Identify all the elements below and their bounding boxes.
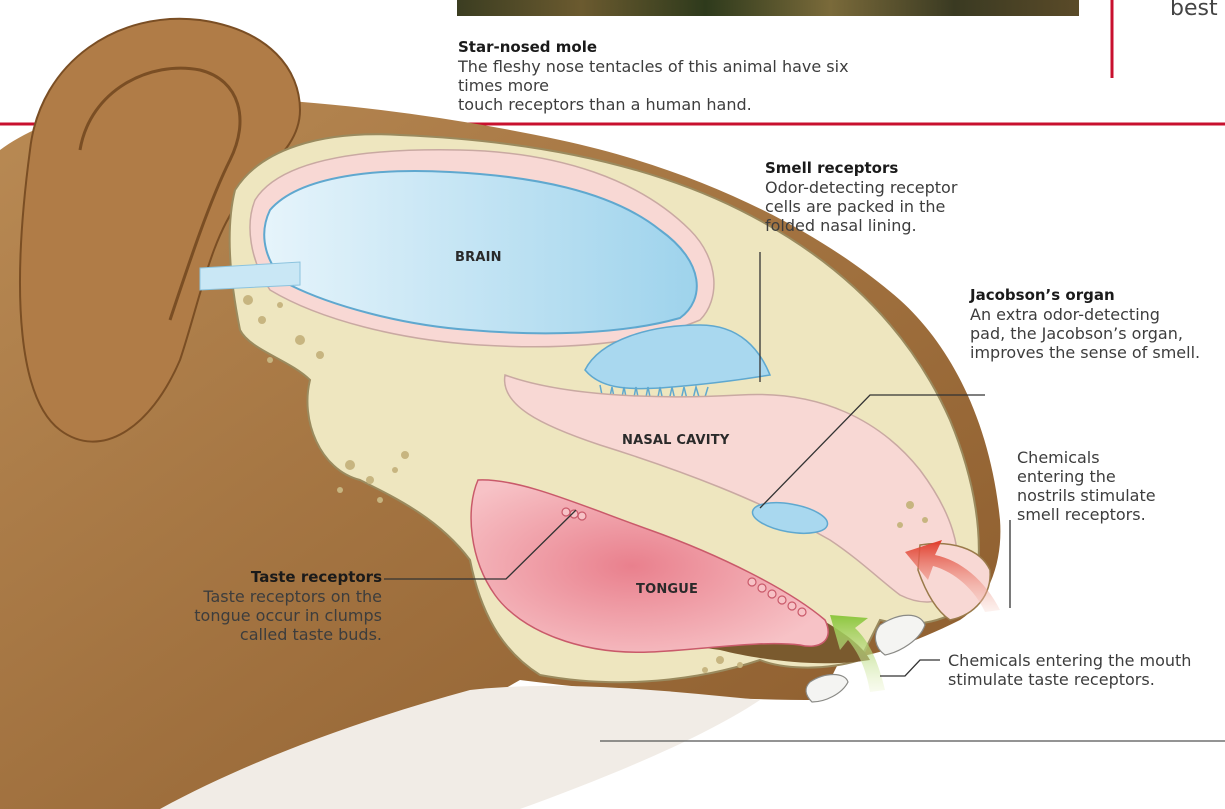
nostril-line-4: smell receptors.	[1017, 505, 1217, 524]
nasal-cavity-label: NASAL CAVITY	[622, 433, 729, 448]
tongue-label: TONGUE	[636, 582, 698, 597]
taste-receptors-line-3: called taste buds.	[150, 625, 382, 644]
photo-caption-title: Star-nosed mole	[458, 38, 888, 57]
smell-receptors-callout: Smell receptors Odor-detecting receptor …	[765, 159, 1015, 235]
taste-receptors-line-2: tongue occur in clumps	[150, 606, 382, 625]
photo-caption: Star-nosed mole The fleshy nose tentacle…	[458, 38, 888, 114]
mouth-chemicals-callout: Chemicals entering the mouth stimulate t…	[948, 651, 1225, 689]
taste-receptors-callout: Taste receptors Taste receptors on the t…	[150, 568, 382, 644]
taste-receptors-title: Taste receptors	[150, 568, 382, 587]
smell-receptors-line-1: Odor-detecting receptor	[765, 178, 1015, 197]
photo-caption-line-2: touch receptors than a human hand.	[458, 95, 888, 114]
smell-receptors-line-2: cells are packed in the	[765, 197, 1015, 216]
mouth-line-1: Chemicals entering the mouth	[948, 651, 1225, 670]
jacobsons-organ-line-2: pad, the Jacobson’s organ,	[970, 324, 1225, 343]
nostril-line-1: Chemicals	[1017, 448, 1217, 467]
taste-receptors-line-1: Taste receptors on the	[150, 587, 382, 606]
mouth-leader	[880, 660, 940, 676]
nostril-chemicals-callout: Chemicals entering the nostrils stimulat…	[1017, 448, 1217, 524]
smell-receptors-line-3: folded nasal lining.	[765, 216, 1015, 235]
jacobsons-organ-line-1: An extra odor-detecting	[970, 305, 1225, 324]
nostril-line-2: entering the	[1017, 467, 1217, 486]
photo-caption-line-1: The fleshy nose tentacles of this animal…	[458, 57, 888, 95]
brain-label: BRAIN	[455, 250, 502, 265]
jacobsons-organ-callout: Jacobson’s organ An extra odor-detecting…	[970, 286, 1225, 362]
nostril-line-3: nostrils stimulate	[1017, 486, 1217, 505]
jacobsons-organ-line-3: improves the sense of smell.	[970, 343, 1225, 362]
jacobsons-organ-title: Jacobson’s organ	[970, 286, 1225, 305]
smell-receptors-title: Smell receptors	[765, 159, 1015, 178]
mouth-line-2: stimulate taste receptors.	[948, 670, 1225, 689]
